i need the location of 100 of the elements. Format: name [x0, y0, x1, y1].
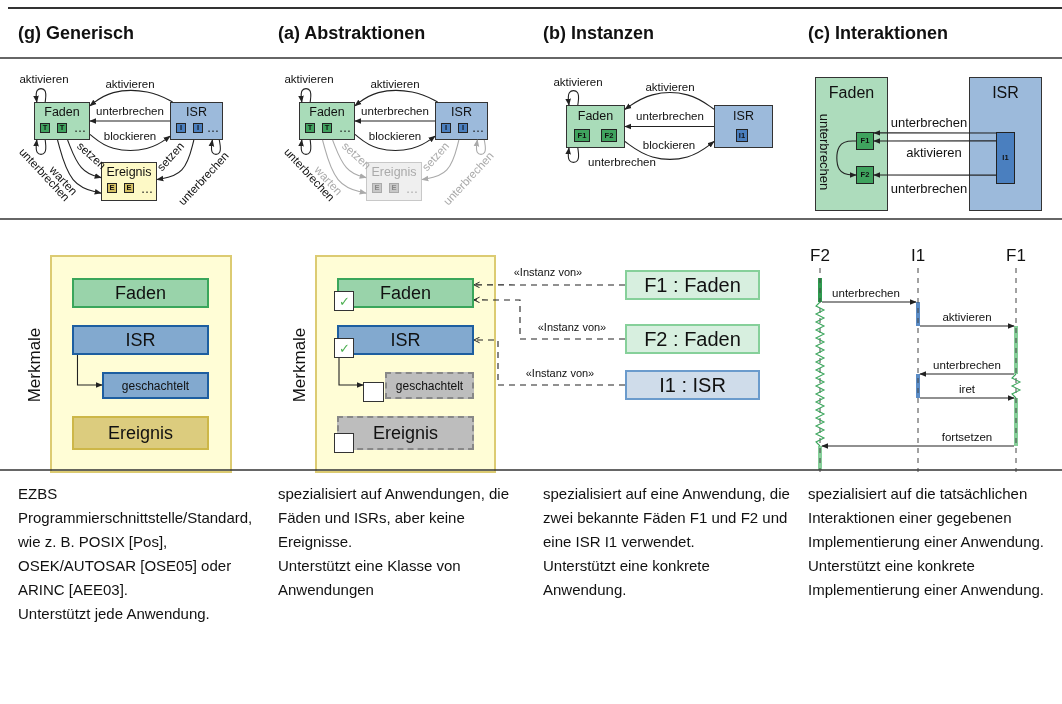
panel-heading: Merkmale: [290, 327, 308, 403]
edge-label: unterbrechen: [890, 115, 968, 129]
edge-label: unterbrechen: [817, 113, 831, 191]
box-label: Ereignis: [373, 424, 438, 442]
arrow: [919, 395, 1015, 401]
arrow: [332, 139, 367, 179]
self-loop-arrow: [33, 88, 47, 103]
edge-label: «Instanz von»: [537, 321, 607, 333]
arrow: [354, 90, 439, 107]
self-loop-arrow: [565, 147, 580, 163]
dashed-arrow: [473, 281, 626, 289]
edge-label: fortsetzen: [941, 432, 993, 444]
description-text: Unterstützt eine konkrete Implementierung einer Anwendung.: [808, 556, 1045, 600]
edge-label: «Instanz von»: [525, 367, 595, 379]
panel-title: (a) Abstraktionen: [278, 23, 426, 44]
box-label: ISR: [992, 85, 1019, 101]
instance-chip: [856, 132, 874, 150]
feature-box: [102, 372, 209, 399]
edge-label: unterbrechen: [361, 106, 429, 118]
edge-label: iret: [959, 384, 975, 396]
arrow: [354, 133, 436, 151]
arrow: [321, 139, 367, 195]
feature-box: [72, 416, 209, 450]
box-label: Faden: [380, 284, 431, 302]
wavy-line: [1010, 373, 1022, 399]
edge-label: aktivieren: [284, 74, 334, 86]
class-box: [170, 102, 223, 140]
edge-label: blockieren: [103, 131, 157, 143]
description-text: Unterstützt eine Klasse von Anwendungen: [278, 556, 462, 600]
box-label: ISR: [125, 331, 156, 349]
box-label: ISR: [390, 331, 421, 349]
feature-box: [385, 372, 474, 399]
feature-box: [337, 325, 474, 355]
arrow: [624, 141, 715, 160]
dashed-arrow: [473, 296, 626, 340]
edge-label: aktivieren: [105, 79, 155, 91]
arrow: [89, 118, 171, 124]
ellipsis-text: …: [206, 121, 220, 135]
edge-label: aktivieren: [19, 74, 69, 86]
class-box: [714, 105, 773, 148]
instance-chip: [856, 166, 874, 184]
feature-box: [72, 325, 209, 355]
arrow: [624, 123, 715, 130]
edge-label: aktivieren: [906, 145, 962, 159]
check-mark: ✓: [338, 294, 350, 308]
arrow: [421, 139, 460, 182]
edge-label: aktivieren: [645, 82, 695, 94]
description-text: EZBS Programmierschnittstelle/Standard, wie z. B. POSIX [Pos], OSEK/AUTOSAR [OSE05] oder ARINC [AEE03].: [18, 484, 254, 600]
class-box: [566, 105, 625, 148]
self-loop-arrow: [298, 88, 312, 103]
arrow: [821, 443, 1015, 449]
arrow: [89, 133, 171, 151]
box-label: ISR: [186, 105, 207, 119]
self-loop-arrow: [565, 90, 580, 106]
arrow: [76, 354, 103, 388]
instance-box: [625, 270, 760, 300]
arrow: [56, 139, 102, 195]
activation-bar: [818, 446, 822, 470]
arrow: [873, 130, 997, 136]
checkbox: [363, 382, 384, 402]
arrow: [836, 140, 857, 178]
edge-label: blockieren: [368, 131, 422, 143]
description-text: spezialisiert auf Anwendungen, die Fäden und ISRs, aber keine Ereignisse.: [278, 484, 510, 552]
edge-label: aktivieren: [942, 312, 992, 324]
activation-bar: [1014, 398, 1018, 446]
wavy-line: [814, 301, 826, 447]
panel-title: (b) Instanzen: [543, 23, 654, 44]
self-loop-arrow: [33, 139, 47, 155]
lifeline-label: I1: [910, 246, 926, 264]
checkbox: [334, 433, 354, 453]
edge-label: «Instanz von»: [513, 266, 583, 278]
feature-box: [337, 416, 474, 450]
box-label: ISR: [733, 109, 754, 123]
ellipsis-text: …: [73, 121, 87, 135]
arrow: [354, 118, 436, 124]
arrow: [89, 90, 174, 107]
activation-bar: [818, 278, 822, 302]
panel-title: (c) Interaktionen: [808, 23, 949, 44]
box-label: Ereignis: [371, 165, 417, 179]
description-text: Unterstützt jede Anwendung.: [18, 604, 211, 624]
edge-label: unterbrechen: [96, 106, 164, 118]
ellipsis-text: …: [338, 121, 352, 135]
class-box: [435, 102, 488, 140]
box-label: geschachtelt: [121, 379, 190, 392]
arrow: [67, 139, 102, 179]
edge-label: unterbrechen: [636, 111, 704, 123]
box-label: Faden: [577, 109, 614, 123]
check-mark: ✓: [338, 341, 350, 355]
arrow: [338, 357, 364, 388]
edge-label: unterbrechen: [588, 157, 656, 169]
panel-title: (g) Generisch: [18, 23, 135, 44]
edge-label: aktivieren: [553, 77, 603, 89]
instance-box: [625, 370, 760, 400]
description-text: spezialisiert auf die tatsächlichen Interaktionen einer gegebenen Implementierung einer Anwendung.: [808, 484, 1045, 552]
ellipsis-text: …: [140, 182, 154, 196]
box-label: F2 : Faden: [644, 329, 741, 349]
box-label: Ereignis: [108, 424, 173, 442]
class-box: [299, 102, 355, 140]
activation-bar: [916, 302, 920, 326]
class-box: [969, 77, 1042, 211]
